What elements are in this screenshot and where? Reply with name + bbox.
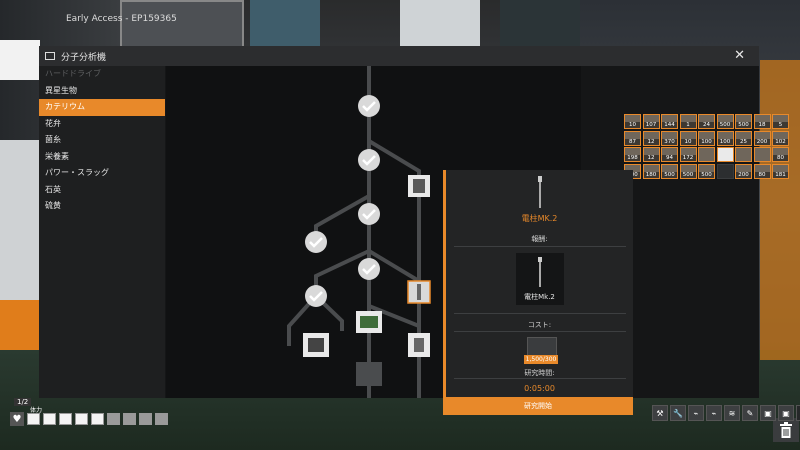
health-cell: [43, 413, 56, 425]
inventory-slot[interactable]: 12: [642, 147, 660, 162]
inventory-slot[interactable]: 80: [753, 163, 771, 179]
inventory-slot[interactable]: 500: [735, 114, 752, 129]
scanner-icon[interactable]: ⌁: [688, 405, 704, 421]
inventory-slot[interactable]: 370: [661, 130, 678, 146]
inventory-slot[interactable]: 181: [772, 163, 789, 179]
reward-label: 報酬:: [531, 235, 548, 243]
health-bar: ♥: [10, 412, 168, 426]
inventory-slot[interactable]: 5: [772, 114, 789, 129]
close-icon[interactable]: ✕: [734, 48, 745, 63]
category-sidebar: ハードドライブ 異星生物 カテリウム 花弁 菌糸 栄養素 パワー・スラッグ 石英…: [39, 66, 165, 398]
stack-count: 1/2: [14, 398, 32, 406]
inventory-slot[interactable]: 87: [624, 130, 641, 146]
hammer-icon[interactable]: ⚒: [652, 405, 668, 421]
inventory-slot[interactable]: [716, 163, 734, 179]
inventory-slot[interactable]: 200: [753, 130, 771, 146]
inventory-slot[interactable]: 500: [661, 163, 678, 179]
inventory-slot[interactable]: 500: [698, 163, 715, 179]
inventory-slot[interactable]: 12: [642, 130, 660, 146]
cost-amount: 1,500/300: [524, 355, 558, 364]
sidebar-item-mycelia[interactable]: 菌糸: [45, 135, 61, 144]
wifi-icon[interactable]: ≋: [724, 405, 740, 421]
sidebar-item-flower-petals[interactable]: 花弁: [45, 118, 61, 128]
tool-icon[interactable]: ✎: [742, 405, 758, 421]
box-icon[interactable]: ▣: [760, 405, 776, 421]
inventory-slot[interactable]: 80: [772, 147, 789, 162]
separator: [454, 246, 626, 247]
cost-label: コスト:: [527, 321, 552, 329]
inventory-slot[interactable]: 172: [679, 147, 697, 162]
health-cell: [27, 413, 40, 425]
start-research-button[interactable]: 研究開始: [443, 397, 633, 415]
reward-item-box: [516, 253, 564, 305]
inventory-slot[interactable]: 18: [753, 114, 771, 129]
heart-icon: ♥: [10, 412, 24, 426]
window-title: 分子分析機: [61, 52, 107, 63]
health-cell: [91, 413, 104, 425]
box-icon[interactable]: ▣: [778, 405, 794, 421]
window-icon: [45, 52, 55, 60]
health-cell: [59, 413, 72, 425]
sidebar-item-caterium[interactable]: カテリウム: [39, 99, 165, 116]
inventory-slot[interactable]: 102: [772, 130, 789, 146]
inventory-slot[interactable]: 25: [735, 130, 752, 146]
separator: [454, 378, 626, 379]
sidebar-item-hard-drive[interactable]: ハードドライブ: [45, 69, 101, 78]
inventory-slot[interactable]: 10: [624, 114, 641, 129]
health-cell: [123, 413, 136, 425]
inventory-slot[interactable]: 180: [642, 163, 660, 179]
sidebar-item-sulfur[interactable]: 硫黄: [45, 201, 61, 210]
research-tree-graph: [287, 66, 431, 398]
scanner-icon[interactable]: ⌁: [706, 405, 722, 421]
inventory-slot[interactable]: [753, 147, 771, 162]
research-detail-panel: 電柱MK.2 報酬: 電柱Mk.2 コスト: 1,500/300 研究時間: 0…: [443, 170, 633, 415]
inventory-slot[interactable]: 500: [679, 163, 697, 179]
health-cell: [139, 413, 152, 425]
inventory-slot[interactable]: 107: [642, 114, 660, 129]
hotbar: ⚒ 🔧 ⌁ ⌁ ≋ ✎ ▣ ▣: [652, 405, 800, 421]
inventory-slot[interactable]: 200: [735, 163, 752, 179]
inventory-slot[interactable]: 100: [698, 130, 715, 146]
sidebar-item-nutrients[interactable]: 栄養素: [45, 151, 69, 161]
power-pole-icon: [538, 257, 542, 287]
inventory-slot[interactable]: [735, 147, 752, 162]
research-time-label: 研究時間:: [524, 369, 555, 377]
inventory-slot[interactable]: 10: [679, 130, 697, 146]
empty-hotbar-slot[interactable]: [796, 405, 800, 421]
sidebar-item-power-slugs[interactable]: パワー・スラッグ: [45, 168, 109, 177]
inventory-slot[interactable]: [698, 147, 715, 162]
detail-item-name: 電柱MK.2: [521, 214, 558, 223]
molecular-analyzer-window: 分子分析機 ✕ ハードドライブ 異星生物 カテリウム 花弁 菌糸 栄養素 パワー…: [39, 46, 799, 442]
inventory-slot[interactable]: 24: [698, 114, 715, 129]
sidebar-item-alien-organisms[interactable]: 異星生物: [45, 85, 77, 95]
inventory-slot[interactable]: 100: [716, 130, 734, 146]
inventory-slot[interactable]: 144: [661, 114, 678, 129]
wrench-icon[interactable]: 🔧: [670, 405, 686, 421]
research-time-value: 0:05:00: [524, 384, 555, 393]
inventory-slot[interactable]: 198: [624, 147, 641, 162]
window-titlebar: 分子分析機 ✕: [39, 46, 759, 66]
trash-icon[interactable]: [773, 418, 799, 442]
inventory-slot[interactable]: 500: [716, 114, 734, 129]
separator: [454, 313, 626, 314]
inventory-slot[interactable]: [716, 147, 734, 162]
inventory-grid: 10 107 144 1 24 500 500 18 5 87 12 370 1…: [624, 114, 796, 179]
power-pole-icon: [538, 176, 542, 208]
health-cell: [155, 413, 168, 425]
reward-item-name: 電柱Mk.2: [524, 293, 555, 301]
health-cell: [107, 413, 120, 425]
inventory-slot[interactable]: 1: [679, 114, 697, 129]
sidebar-item-quartz[interactable]: 石英: [45, 184, 61, 194]
build-version-text: Early Access - EP159365: [66, 14, 177, 24]
separator: [454, 331, 626, 332]
inventory-slot[interactable]: 94: [661, 147, 678, 162]
health-cell: [75, 413, 88, 425]
health-label: 体力: [30, 407, 43, 414]
